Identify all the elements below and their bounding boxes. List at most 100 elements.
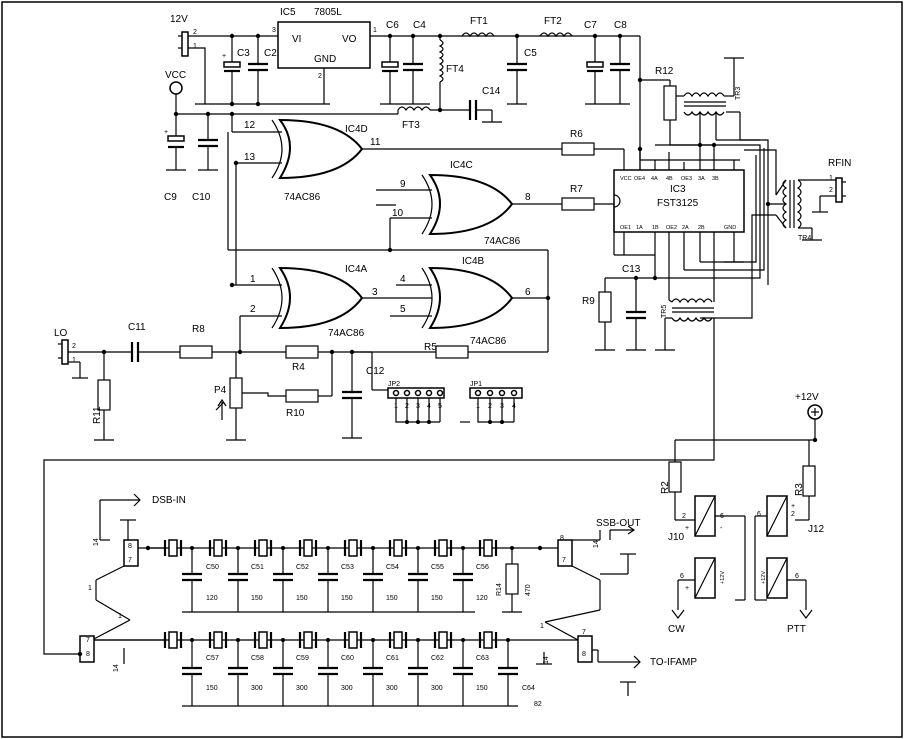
crystal-top-7 (433, 539, 453, 557)
label-r12: R12 (655, 66, 674, 77)
resistor-r10 (285, 389, 319, 403)
label-12v: 12V (170, 14, 188, 25)
crystal-top-3 (253, 539, 273, 557)
label-ic4b: IC4B (462, 256, 485, 267)
label-r4: R4 (292, 362, 305, 373)
label-p4: P4 (214, 385, 227, 396)
label-ft3: FT3 (402, 120, 420, 131)
label-c14: C14 (482, 86, 501, 97)
pin-label: 5 (400, 304, 406, 315)
pin-label: 8 (525, 192, 531, 203)
crystal-bot-6 (388, 631, 408, 649)
pin-label: 6 (795, 573, 799, 580)
power-supply-section: 12V 2 1 + C3 C2 IC5 7805L VI VO GND 3 1 … (164, 7, 641, 203)
jumper-jp2[interactable]: JP2 1 2 3 4 5 (387, 381, 445, 410)
label-c11: C11 (128, 322, 146, 333)
top-shunt-cap-4 (318, 546, 338, 612)
label-c57: C57 (206, 655, 219, 662)
pin-label: 14 (113, 664, 120, 672)
crystal-bot-8 (478, 631, 498, 649)
label-c8: C8 (614, 20, 627, 31)
pin-label: 8 (560, 535, 564, 542)
svg-text:+: + (164, 129, 168, 136)
pin-label: 10 (392, 208, 404, 219)
label-jp1: JP1 (470, 381, 482, 388)
value-c53: 150 (341, 595, 353, 602)
pin-label: 14 (93, 538, 100, 546)
crystal-bot-4 (298, 631, 318, 649)
value-c63: 150 (476, 685, 488, 692)
ic3-pin: 2B (698, 225, 705, 231)
resistor-r11 (97, 379, 111, 411)
label-vcc: VCC (165, 70, 186, 81)
top-shunt-cap-1 (182, 546, 202, 612)
ic3-pin: 4B (666, 176, 673, 182)
value-c56: 120 (476, 595, 488, 602)
pin-label: 2 (791, 511, 795, 518)
label-ic4c: IC4C (450, 160, 473, 171)
transformer-tr4: TR4 (782, 179, 811, 242)
value-c54: 150 (386, 595, 398, 602)
pin-label: 2 (318, 73, 322, 80)
relay-section: +12V R2 R3 J10 2 + 6 - 6 + +12V (660, 392, 825, 635)
label-c58: C58 (251, 655, 264, 662)
label-tr5: TR5 (661, 305, 668, 318)
label-tr4: TR4 (798, 235, 811, 242)
ic3-pin: 3B (712, 176, 719, 182)
crystal-top-2 (208, 539, 228, 557)
crystal-top-1 (163, 539, 183, 557)
bot-shunt-cap-1 (182, 638, 202, 706)
pin-label: 1 (88, 585, 92, 592)
bot-shunt-cap-2 (228, 638, 248, 706)
potentiometer-p4[interactable] (229, 377, 243, 409)
label-ic4c-part: 74AC86 (484, 236, 521, 247)
value-c50: 120 (206, 595, 218, 602)
value-c62: 300 (431, 685, 443, 692)
label-j10: J10 (668, 532, 685, 543)
label-ft4: FT4 (446, 64, 464, 75)
crystal-top-5 (343, 539, 363, 557)
resistor-r5 (435, 345, 469, 359)
connector-12v (178, 31, 189, 57)
bot-shunt-cap-5 (363, 638, 383, 706)
label-ic4a: IC4A (345, 264, 368, 275)
label-r10: R10 (286, 408, 305, 419)
relay-switch-left-top (123, 539, 139, 567)
ic3-pin-vcc: VCC (620, 176, 632, 182)
pin-label: 2 (682, 513, 686, 520)
label-vo: VO (342, 34, 357, 45)
pin-label: 13 (244, 152, 256, 163)
top-shunt-cap-2 (228, 546, 248, 612)
label-c61: C61 (386, 655, 399, 662)
bot-shunt-cap-7 (453, 638, 473, 706)
label-c13: C13 (622, 264, 641, 275)
ic3-pin: OE4 (634, 176, 645, 182)
label-to-ifamp: TO-IFAMP (650, 657, 697, 668)
top-shunt-cap-3 (273, 546, 293, 612)
resistor-r12 (663, 85, 677, 121)
label-c3: C3 (237, 48, 250, 59)
pin-label: 8 (128, 543, 132, 550)
resistor-r9 (598, 291, 612, 323)
pin-label: 8 (582, 651, 586, 658)
pin-label: 1 (829, 175, 833, 182)
label-c51: C51 (251, 564, 264, 571)
pin-label: - (720, 525, 723, 532)
pin-label: 2 (72, 343, 76, 350)
label-r7: R7 (570, 184, 583, 195)
crystal-bot-1 (163, 631, 183, 649)
connector-rfin (835, 177, 846, 203)
label-dsb-in: DSB-IN (152, 495, 186, 506)
label-c4: C4 (413, 20, 426, 31)
label-rfin: RFIN (828, 158, 851, 169)
label-r5: R5 (424, 342, 437, 353)
pin-label: 9 (400, 179, 406, 190)
value-c57: 150 (206, 685, 218, 692)
pin-label: 1 (193, 43, 197, 50)
pin-label: + (791, 503, 795, 510)
pin-label: 2 (193, 29, 197, 36)
svg-text:+: + (222, 53, 226, 60)
top-shunt-cap-6 (408, 546, 428, 612)
